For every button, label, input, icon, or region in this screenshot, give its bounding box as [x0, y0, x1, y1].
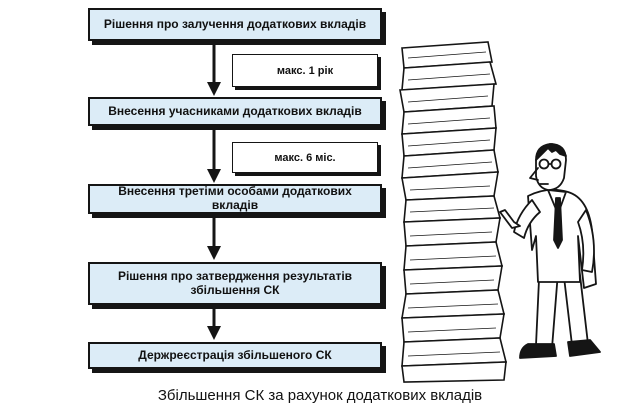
- step-approve-results: Рішення про затвердження результатів збі…: [88, 262, 382, 305]
- step-third-party-contributions: Внесення третіми особами додаткових вкла…: [88, 184, 382, 214]
- paper-stack-icon: [399, 41, 508, 383]
- duration-label: макс. 6 міс.: [274, 151, 336, 164]
- duration-max-6-months: макс. 6 міс.: [232, 142, 378, 173]
- step-member-contributions: Внесення учасниками додаткових вкладів: [88, 97, 382, 126]
- step-label-block: Рішення про затвердження результатів збі…: [117, 268, 353, 298]
- step-label-line1: Рішення про затвердження результатів: [117, 268, 353, 283]
- duration-max-1-year: макс. 1 рік: [232, 54, 378, 87]
- step-state-registration: Держреєстрація збільшеного СК: [88, 342, 382, 369]
- step-label: Держреєстрація збільшеного СК: [138, 347, 332, 362]
- businessman-icon: [499, 143, 601, 359]
- step-label-line2: збільшення СК: [190, 282, 280, 297]
- figure-caption: Збільшення СК за рахунок додаткових вкла…: [157, 387, 483, 404]
- duration-label: макс. 1 рік: [276, 64, 334, 77]
- step-label: Внесення учасниками додаткових вкладів: [108, 103, 362, 118]
- step-decision-contributions: Рішення про залучення додаткових вкладів: [88, 8, 382, 41]
- step-label: Внесення третіми особами додаткових вкла…: [118, 184, 352, 212]
- step-label: Рішення про залучення додаткових вкладів: [103, 16, 367, 31]
